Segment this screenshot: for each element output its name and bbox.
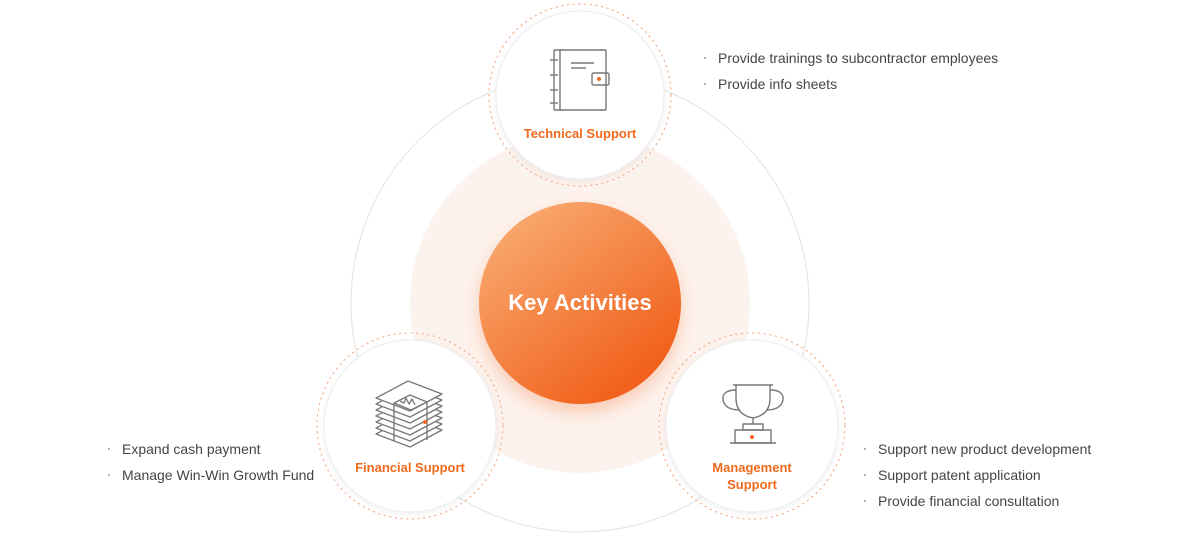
- center-circle: [479, 202, 681, 404]
- cash-stack-icon: [375, 380, 443, 448]
- cash-stack-dot: [423, 420, 427, 424]
- list-item: Support patent application: [862, 462, 1091, 488]
- technical-support-node: [488, 3, 672, 187]
- management-dotted-ring: [658, 332, 846, 520]
- notebook-icon: [550, 49, 610, 111]
- management-support-list: Support new product development Support …: [862, 436, 1091, 514]
- list-item: Manage Win-Win Growth Fund: [106, 462, 314, 488]
- center-title: Key Activities: [508, 290, 652, 315]
- financial-support-list: Expand cash payment Manage Win-Win Growt…: [106, 436, 314, 488]
- technical-dotted-ring: [488, 3, 672, 187]
- list-item: Expand cash payment: [106, 436, 314, 462]
- trophy-dot: [750, 435, 754, 439]
- list-item: Provide info sheets: [702, 71, 998, 97]
- management-support-label-line1: Management: [712, 460, 792, 475]
- notebook-clasp-dot: [597, 77, 601, 81]
- list-item: Provide financial consultation: [862, 488, 1091, 514]
- list-item: Provide trainings to subcontractor emplo…: [702, 45, 998, 71]
- technical-support-list: Provide trainings to subcontractor emplo…: [702, 45, 998, 97]
- financial-support-label: Financial Support: [355, 460, 465, 475]
- financial-support-node: [316, 332, 504, 520]
- financial-dotted-ring: [316, 332, 504, 520]
- list-item: Support new product development: [862, 436, 1091, 462]
- management-circle: [665, 339, 839, 513]
- management-support-node: [658, 332, 846, 520]
- management-support-label: Management Support: [672, 459, 832, 493]
- technical-circle: [495, 10, 665, 180]
- trophy-icon: [722, 384, 784, 444]
- technical-support-label: Technical Support: [523, 126, 637, 141]
- management-support-label-line2: Support: [727, 477, 777, 492]
